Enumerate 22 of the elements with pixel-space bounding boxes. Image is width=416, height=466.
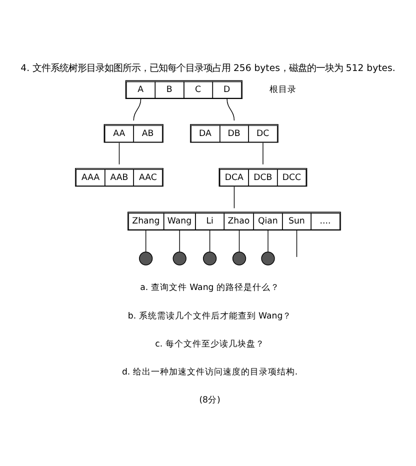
label: b. 系统需读几个文件后才能查到 Wang？ bbox=[128, 311, 292, 322]
connector bbox=[145, 230, 146, 252]
label: d. 给出一种加速文件访问速度的目录项结构. bbox=[122, 367, 298, 378]
node-circle bbox=[261, 252, 275, 266]
label: c. 每个文件至少读几块盘？ bbox=[155, 339, 264, 350]
connector bbox=[118, 142, 120, 165]
connector bbox=[133, 98, 142, 121]
node-circle bbox=[172, 252, 186, 266]
label: a. 查询文件 Wang 的路径是什么？ bbox=[140, 283, 280, 294]
node-circle bbox=[139, 252, 153, 266]
diagram-title: 4. 文件系统树形目录如图所示，已知每个目录项占用 256 bytes，磁盘的一块为 512 bytes. bbox=[20, 63, 396, 74]
connector bbox=[234, 186, 235, 209]
node-circle bbox=[232, 252, 246, 266]
node-label: 根目录 bbox=[270, 84, 297, 95]
connector bbox=[238, 230, 240, 252]
connector bbox=[209, 230, 210, 252]
connector bbox=[226, 98, 235, 121]
connector bbox=[296, 230, 298, 258]
connector bbox=[179, 230, 180, 252]
node-circle bbox=[202, 252, 217, 266]
label: (8分) bbox=[199, 395, 220, 406]
connector bbox=[262, 142, 264, 165]
